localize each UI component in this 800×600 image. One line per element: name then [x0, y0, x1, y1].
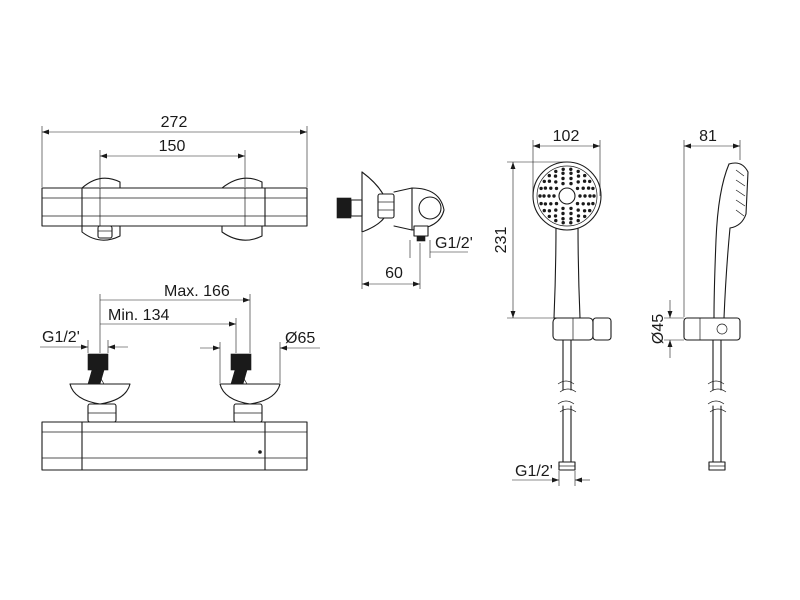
spray-nozzle — [569, 167, 573, 171]
spray-nozzle — [542, 179, 546, 184]
spray-nozzle — [575, 201, 580, 206]
spray-nozzle — [547, 173, 551, 178]
holder-diameter-label: Ø45 — [650, 314, 667, 344]
shower-head-width-label: 102 — [553, 128, 580, 145]
spray-nozzle — [569, 211, 573, 216]
spray-nozzle — [576, 180, 580, 184]
spray-nozzle — [554, 201, 559, 206]
spray-nozzle — [543, 202, 548, 206]
spray-nozzle — [591, 201, 595, 206]
inlet-thread-label: G1/2' — [42, 329, 80, 346]
spray-nozzle — [561, 167, 565, 171]
spray-nozzle — [547, 194, 551, 198]
hose-thread-label: G1/2' — [515, 463, 553, 480]
spray-nozzle — [561, 176, 565, 181]
spray-nozzle — [588, 208, 592, 213]
spray-nozzle — [569, 206, 573, 211]
spray-nozzle — [539, 186, 543, 191]
spray-nozzle — [569, 171, 573, 175]
spray-nozzle — [561, 206, 565, 211]
spray-nozzle — [576, 214, 581, 218]
spray-nozzle — [581, 202, 585, 206]
spray-nozzle — [561, 181, 565, 186]
spray-nozzle — [586, 202, 591, 206]
spray-nozzle — [547, 209, 552, 213]
spray-nozzle — [561, 171, 565, 175]
min-center-label: Min. 134 — [108, 307, 169, 324]
spray-nozzle — [554, 169, 558, 174]
spray-nozzle — [588, 179, 592, 184]
spray-nozzle — [538, 194, 542, 198]
mixer-bottom-view: Max. 166 Min. 134 G1/2' Ø65 — [40, 283, 320, 471]
shower-head-front-view: 102 231 G1/2' — [493, 128, 612, 486]
spray-nozzle — [569, 181, 573, 186]
depth-label: 60 — [385, 265, 403, 282]
spray-nozzle — [592, 194, 596, 198]
flange-diameter-label: Ø65 — [285, 330, 315, 347]
spray-nozzle — [543, 186, 548, 190]
spray-nozzle — [581, 186, 585, 190]
spray-nozzle — [576, 174, 581, 178]
mixer-side-view: 60 G1/2' — [336, 171, 473, 289]
overall-width-label: 272 — [161, 114, 188, 131]
spray-nozzle — [588, 194, 592, 198]
shower-head-depth-label: 81 — [699, 128, 717, 145]
spray-nozzle — [553, 214, 558, 218]
spray-nozzle — [569, 221, 573, 225]
spray-nozzle — [554, 218, 558, 223]
spray-nozzle — [553, 174, 558, 178]
spray-nozzle — [569, 217, 573, 221]
spray-nozzle — [561, 217, 565, 221]
shower-head-length-label: 231 — [493, 227, 510, 254]
spray-nozzle — [569, 176, 573, 181]
spray-nozzle — [561, 211, 565, 216]
spray-nozzle — [549, 186, 553, 190]
spray-nozzle — [583, 173, 587, 178]
spray-nozzle — [554, 180, 558, 184]
spray-nozzle — [576, 218, 580, 223]
spray-nozzle — [542, 194, 546, 198]
side-thread-label: G1/2' — [435, 235, 473, 252]
spray-nozzle — [549, 202, 553, 206]
spray-nozzle — [578, 194, 582, 198]
spray-nozzle — [554, 186, 559, 191]
spray-nozzle — [575, 186, 580, 191]
shower-head-side-view: 81 Ø45 — [650, 128, 749, 471]
max-center-label: Max. 166 — [164, 283, 230, 300]
spray-nozzle — [561, 221, 565, 225]
spray-nozzle — [552, 194, 556, 198]
spray-nozzle — [586, 186, 591, 190]
spray-nozzle — [542, 208, 546, 213]
spray-nozzle — [547, 179, 552, 183]
spray-nozzle — [582, 179, 587, 183]
spray-nozzle — [547, 214, 551, 219]
spray-nozzle — [591, 186, 595, 191]
spray-nozzle — [576, 169, 580, 174]
spray-nozzle — [576, 208, 580, 212]
spray-nozzle — [582, 209, 587, 213]
spray-nozzle — [583, 214, 587, 219]
spray-nozzle — [583, 194, 587, 198]
mixer-front-view: 272 150 — [41, 114, 308, 241]
connection-centers-label: 150 — [159, 138, 186, 155]
spray-nozzle — [539, 201, 543, 206]
spray-nozzle — [554, 208, 558, 212]
